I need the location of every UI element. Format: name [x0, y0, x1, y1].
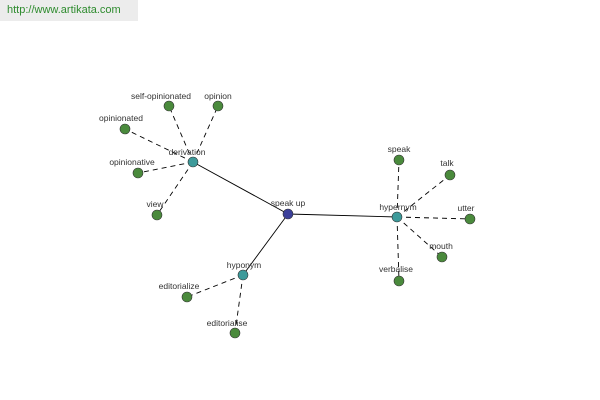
url-banner: http://www.artikata.com	[0, 0, 138, 21]
node-opinionated[interactable]	[119, 123, 131, 135]
node-verbalise-label: verbalise	[379, 264, 413, 274]
node-self-opinionated-label: self-opinionated	[131, 91, 191, 101]
node-self-opinionated[interactable]	[163, 100, 175, 112]
node-speak-up-label: speak up	[271, 198, 306, 208]
edge-speak-up-hyponym	[242, 213, 289, 276]
node-verbalise[interactable]	[393, 275, 405, 287]
node-editorialize[interactable]	[181, 291, 193, 303]
node-speak-up[interactable]	[282, 208, 294, 220]
edge-hypernym-speak	[396, 159, 400, 218]
edges	[124, 105, 471, 334]
labels: speak up derivation self-opinionated opinio…	[99, 91, 475, 328]
node-view-label: view	[146, 199, 164, 209]
node-hypernym-label: hypernym	[379, 202, 416, 212]
node-talk-label: talk	[440, 158, 454, 168]
edge-speak-up-derivation	[192, 161, 289, 215]
edge-derivation-opinionated	[124, 128, 194, 163]
edge-derivation-self-opinionated	[168, 105, 194, 163]
node-hyponym-label: hyponym	[227, 260, 262, 270]
node-opinion[interactable]	[212, 100, 224, 112]
node-mouth[interactable]	[436, 251, 448, 263]
node-derivation[interactable]	[187, 156, 199, 168]
node-speak[interactable]	[393, 154, 405, 166]
node-mouth-label: mouth	[429, 241, 453, 251]
node-speak-label: speak	[388, 144, 411, 154]
edge-hypernym-verbalise	[396, 216, 400, 282]
edge-speak-up-hypernym	[287, 213, 398, 218]
edge-hypernym-talk	[396, 174, 451, 218]
edge-hyponym-editorialize	[186, 274, 244, 298]
edge-derivation-view	[156, 161, 194, 216]
node-opinionated-label: opinionated	[99, 113, 143, 123]
node-utter[interactable]	[464, 213, 476, 225]
node-opinion-label: opinion	[204, 91, 232, 101]
edge-hypernym-utter	[396, 216, 471, 220]
node-opinionative-label: opinionative	[109, 157, 155, 167]
node-talk[interactable]	[444, 169, 456, 181]
node-view[interactable]	[151, 209, 163, 221]
edge-derivation-opinion	[192, 105, 219, 163]
node-derivation-label: derivation	[169, 147, 206, 157]
url-link[interactable]: http://www.artikata.com	[7, 4, 121, 16]
edge-hyponym-editorialise	[234, 274, 244, 334]
node-hyponym[interactable]	[237, 269, 249, 281]
node-utter-label: utter	[457, 203, 474, 213]
nodes	[119, 100, 476, 339]
node-hypernym[interactable]	[391, 211, 403, 223]
edge-hypernym-mouth	[396, 216, 443, 258]
node-editorialize-label: editorialize	[159, 281, 200, 291]
node-editorialise-label: editorialise	[207, 318, 248, 328]
edge-derivation-opinionative	[137, 161, 194, 174]
node-editorialise[interactable]	[229, 327, 241, 339]
node-opinionative[interactable]	[132, 167, 144, 179]
